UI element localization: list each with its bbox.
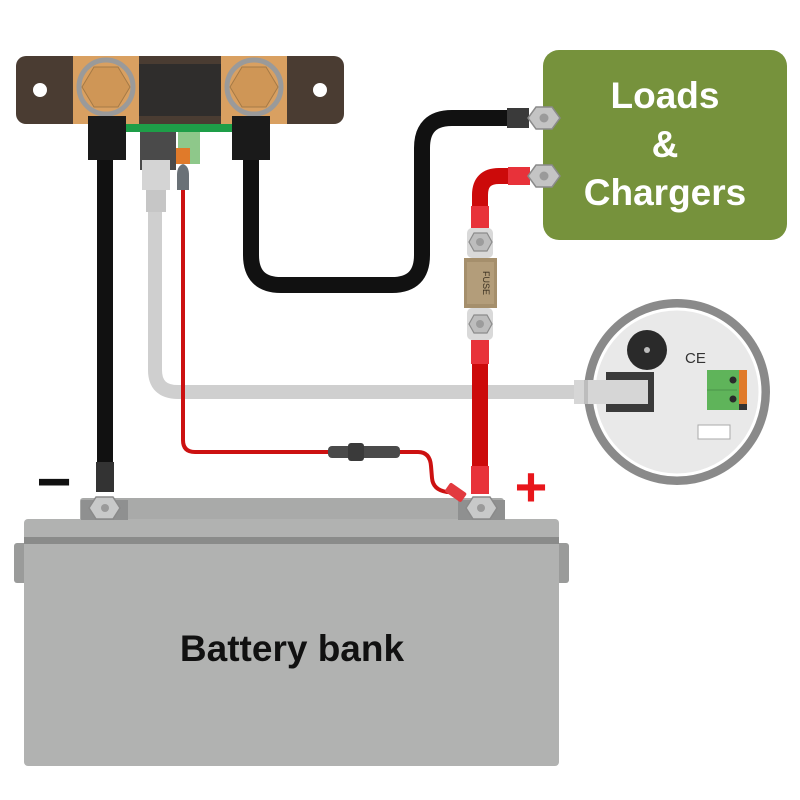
- main-fuse[interactable]: FUSE: [464, 228, 497, 340]
- shunt[interactable]: [16, 56, 344, 212]
- fuse-lower-sleeve: [471, 340, 489, 364]
- fuse-label: FUSE: [481, 271, 491, 295]
- shunt-rj12-plug: [142, 160, 170, 190]
- shunt-mount-hole-right: [313, 83, 327, 97]
- rj12-cable[interactable]: [148, 210, 590, 399]
- loads-label-line2: &: [652, 124, 679, 165]
- shunt-terminal-label: [176, 148, 190, 164]
- loads-label-line1: Loads: [611, 75, 720, 116]
- sense-wire[interactable]: [181, 190, 340, 454]
- ce-mark: CE: [685, 350, 706, 367]
- battery-body: [24, 519, 559, 766]
- loads-chargers-box[interactable]: Loads & Chargers: [543, 50, 787, 240]
- battery-bank: Battery bank − +: [14, 448, 569, 766]
- shunt-lug-sleeve-right: [232, 116, 270, 160]
- battery-monitor[interactable]: CE: [574, 299, 770, 485]
- sense-wire-end[interactable]: [394, 450, 452, 494]
- shunt-lug-sleeve-left: [88, 116, 126, 160]
- negative-terminal[interactable]: [81, 496, 128, 520]
- positive-cable-sleeve: [471, 466, 489, 494]
- shunt-resistor: [139, 64, 221, 116]
- sense-wire-ferrule: [177, 164, 189, 190]
- positive-symbol: +: [515, 455, 548, 518]
- loads-positive-bolt: [527, 164, 561, 188]
- loads-positive-sleeve: [508, 167, 530, 185]
- sense-wire-lug: [445, 482, 467, 502]
- battery-label: Battery bank: [180, 628, 405, 669]
- inline-fuse-holder: [328, 443, 400, 461]
- monitor-aux-connector: [697, 424, 731, 440]
- negative-cable-lug: [96, 462, 114, 492]
- negative-symbol: −: [36, 448, 71, 515]
- shunt-pcb: [125, 122, 245, 132]
- battery-lid-band: [24, 537, 559, 544]
- positive-terminal[interactable]: [458, 496, 505, 520]
- shunt-mount-hole-left: [33, 83, 47, 97]
- fuse-upper-sleeve: [471, 206, 489, 228]
- loads-negative-cable[interactable]: [243, 110, 512, 293]
- battery-lid: [80, 498, 504, 522]
- loads-negative-lug: [507, 108, 529, 128]
- loads-negative-bolt: [527, 106, 561, 130]
- loads-label-line3: Chargers: [584, 172, 746, 213]
- loads-positive-cable[interactable]: [472, 168, 520, 225]
